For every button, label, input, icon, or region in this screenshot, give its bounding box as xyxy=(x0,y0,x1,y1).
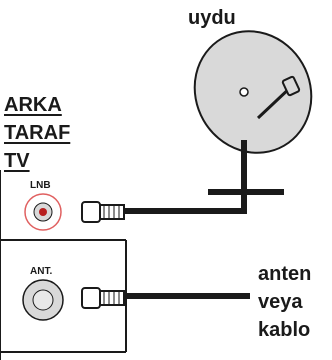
lnb-connector-icon xyxy=(81,201,125,223)
lnb-port-icon xyxy=(24,193,62,231)
ant-port-label: ANT. xyxy=(30,266,53,277)
satellite-label: uydu xyxy=(188,7,236,29)
ant-port-icon xyxy=(22,279,64,321)
back-side-label-line2: TARAF xyxy=(4,122,71,144)
ant-connector-icon xyxy=(81,287,125,309)
antenna-label-line2: veya xyxy=(258,291,303,313)
satellite-cable xyxy=(124,194,247,214)
back-side-label-line3: TV xyxy=(4,150,30,172)
lnb-port-label: LNB xyxy=(30,180,51,191)
antenna-label-line3: kablo xyxy=(258,319,311,341)
back-side-label-line1: ARKA xyxy=(4,94,62,116)
antenna-label-line1: anten xyxy=(258,263,312,285)
satellite-dish-icon xyxy=(193,30,313,195)
